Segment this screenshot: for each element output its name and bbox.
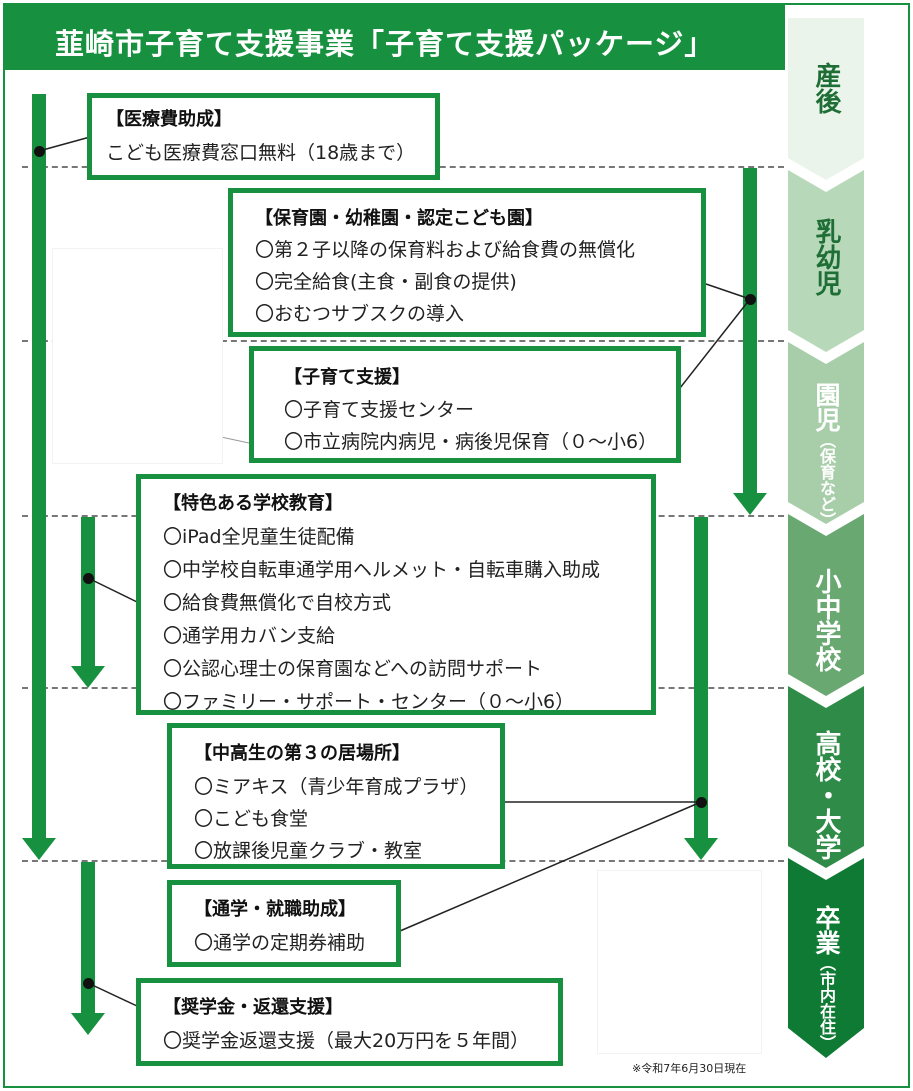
blank-image-area bbox=[52, 248, 223, 464]
footnote: ※令和7年6月30日現在 bbox=[632, 1062, 747, 1075]
page-title: 韮崎市子育て支援事業「子育て支援パッケージ」 bbox=[55, 27, 715, 61]
box-school-education: 【特色ある学校教育】 〇iPad全児童生徒配備 〇中学校自転車通学用ヘルメット・… bbox=[136, 474, 656, 715]
header-bar: 韮崎市子育て支援事業「子育て支援パッケージ」 bbox=[3, 3, 785, 70]
connector-preschool bbox=[705, 283, 751, 300]
stage-arrow-highschool bbox=[788, 686, 864, 868]
box-third-place-item: 〇こども食堂 bbox=[194, 808, 309, 830]
stage-4-label: 高校・大学 bbox=[811, 730, 841, 860]
connector-scholarship bbox=[87, 982, 138, 1007]
box-third-place-title: 【中高生の第３の居場所】 bbox=[194, 743, 410, 764]
box-scholarship-title: 【奨学金・返還支援】 bbox=[163, 997, 343, 1018]
stage-arrow-graduate bbox=[788, 858, 864, 1058]
connector-dot bbox=[696, 797, 707, 808]
box-scholarship: 【奨学金・返還支援】 〇奨学金返還支援（最大20万円を５年間） bbox=[136, 978, 563, 1066]
box-commute-subsidy-title: 【通学・就職助成】 bbox=[194, 899, 356, 920]
stage-5-sub: （市内在住） bbox=[817, 955, 836, 1051]
box-school-education-item: 〇公認心理士の保育園などへの訪問サポート bbox=[163, 658, 543, 680]
box-third-place-item: 〇放課後児童クラブ・教室 bbox=[194, 840, 423, 862]
connector-dot bbox=[83, 573, 94, 584]
arrowhead-school-right bbox=[684, 838, 718, 860]
box-scholarship-item: 〇奨学金返還支援（最大20万円を５年間） bbox=[163, 1030, 530, 1052]
connector-school bbox=[87, 577, 138, 603]
stage-0-label: 産後 bbox=[811, 62, 841, 114]
box-nursery-item: 〇第２子以降の保育料および給食費の無償化 bbox=[255, 239, 636, 261]
connector-support bbox=[679, 298, 751, 389]
box-childcare-support: 【子育て支援】 〇子育て支援センター 〇市立病院内病児・病後児保育（０～小6） bbox=[249, 346, 681, 463]
box-third-place-item: 〇ミアキス（青少年育成プラザ） bbox=[194, 776, 479, 798]
box-nursery-item: 〇完全給食(主食・副食の提供) bbox=[255, 271, 517, 293]
box-school-education-item: 〇給食費無償化で自校方式 bbox=[163, 592, 392, 614]
box-commute-subsidy: 【通学・就職助成】 〇通学の定期券補助 bbox=[167, 880, 401, 967]
connector-faint bbox=[220, 436, 250, 444]
stage-arrow-school bbox=[788, 514, 864, 696]
box-school-education-item: 〇ファミリー・サポート・センター（０～小6） bbox=[163, 691, 575, 713]
box-school-education-item: 〇iPad全児童生徒配備 bbox=[163, 526, 355, 548]
timeline-graduate bbox=[81, 862, 95, 1014]
box-childcare-support-item: 〇市立病院内病児・病後児保育（０～小6） bbox=[284, 431, 658, 453]
timeline-school-right bbox=[694, 517, 708, 839]
arrowhead-preschool bbox=[733, 493, 767, 515]
stage-5-main: 卒業 bbox=[812, 905, 841, 955]
timeline-preschool bbox=[743, 168, 757, 494]
stage-2-sub: （保育など） bbox=[817, 432, 836, 528]
timeline-school-left bbox=[81, 517, 95, 667]
stage-arrow-infant bbox=[788, 170, 864, 352]
box-nursery: 【保育園・幼稚園・認定こども園】 〇第２子以降の保育料および給食費の無償化 〇完… bbox=[228, 188, 706, 337]
box-school-education-item: 〇中学校自転車通学用ヘルメット・自転車購入助成 bbox=[163, 559, 601, 581]
stage-2-label: 園児（保育など） bbox=[807, 382, 845, 528]
connector-medical bbox=[38, 136, 91, 152]
stage-divider bbox=[22, 340, 784, 342]
box-childcare-support-item: 〇子育て支援センター bbox=[284, 399, 475, 421]
stage-3-label: 小中学校 bbox=[811, 568, 841, 672]
connector-dot bbox=[83, 978, 94, 989]
box-school-education-title: 【特色ある学校教育】 bbox=[163, 493, 343, 514]
stage-column bbox=[788, 18, 864, 1058]
box-third-place: 【中高生の第３の居場所】 〇ミアキス（青少年育成プラザ） 〇こども食堂 〇放課後… bbox=[167, 723, 505, 869]
stage-1-label: 乳幼児 bbox=[811, 218, 841, 296]
box-nursery-item: 〇おむつサブスクの導入 bbox=[255, 303, 465, 325]
arrowhead-medical bbox=[22, 838, 56, 860]
connector-commute bbox=[399, 801, 702, 932]
box-medical: 【医療費助成】 こども医療費窓口無料（18歳まで） bbox=[87, 93, 440, 180]
connector-dot bbox=[34, 146, 45, 157]
arrowhead-school-left bbox=[71, 666, 105, 688]
box-school-education-item: 〇通学用カバン支給 bbox=[163, 625, 335, 647]
stage-arrow-postnatal bbox=[788, 18, 864, 180]
connector-dot bbox=[745, 294, 756, 305]
arrowhead-graduate bbox=[71, 1013, 105, 1035]
box-nursery-title: 【保育園・幼稚園・認定こども園】 bbox=[255, 208, 543, 229]
stage-arrow-preschool bbox=[788, 342, 864, 524]
timeline-medical bbox=[32, 94, 46, 839]
box-medical-item: こども医療費窓口無料（18歳まで） bbox=[106, 142, 416, 164]
box-childcare-support-title: 【子育て支援】 bbox=[284, 367, 410, 388]
box-medical-title: 【医療費助成】 bbox=[106, 109, 232, 130]
blank-image-area bbox=[597, 870, 762, 1054]
box-commute-subsidy-item: 〇通学の定期券補助 bbox=[194, 932, 366, 954]
stage-5-label: 卒業（市内在住） bbox=[807, 905, 845, 1051]
stage-2-main: 園児 bbox=[812, 382, 841, 432]
